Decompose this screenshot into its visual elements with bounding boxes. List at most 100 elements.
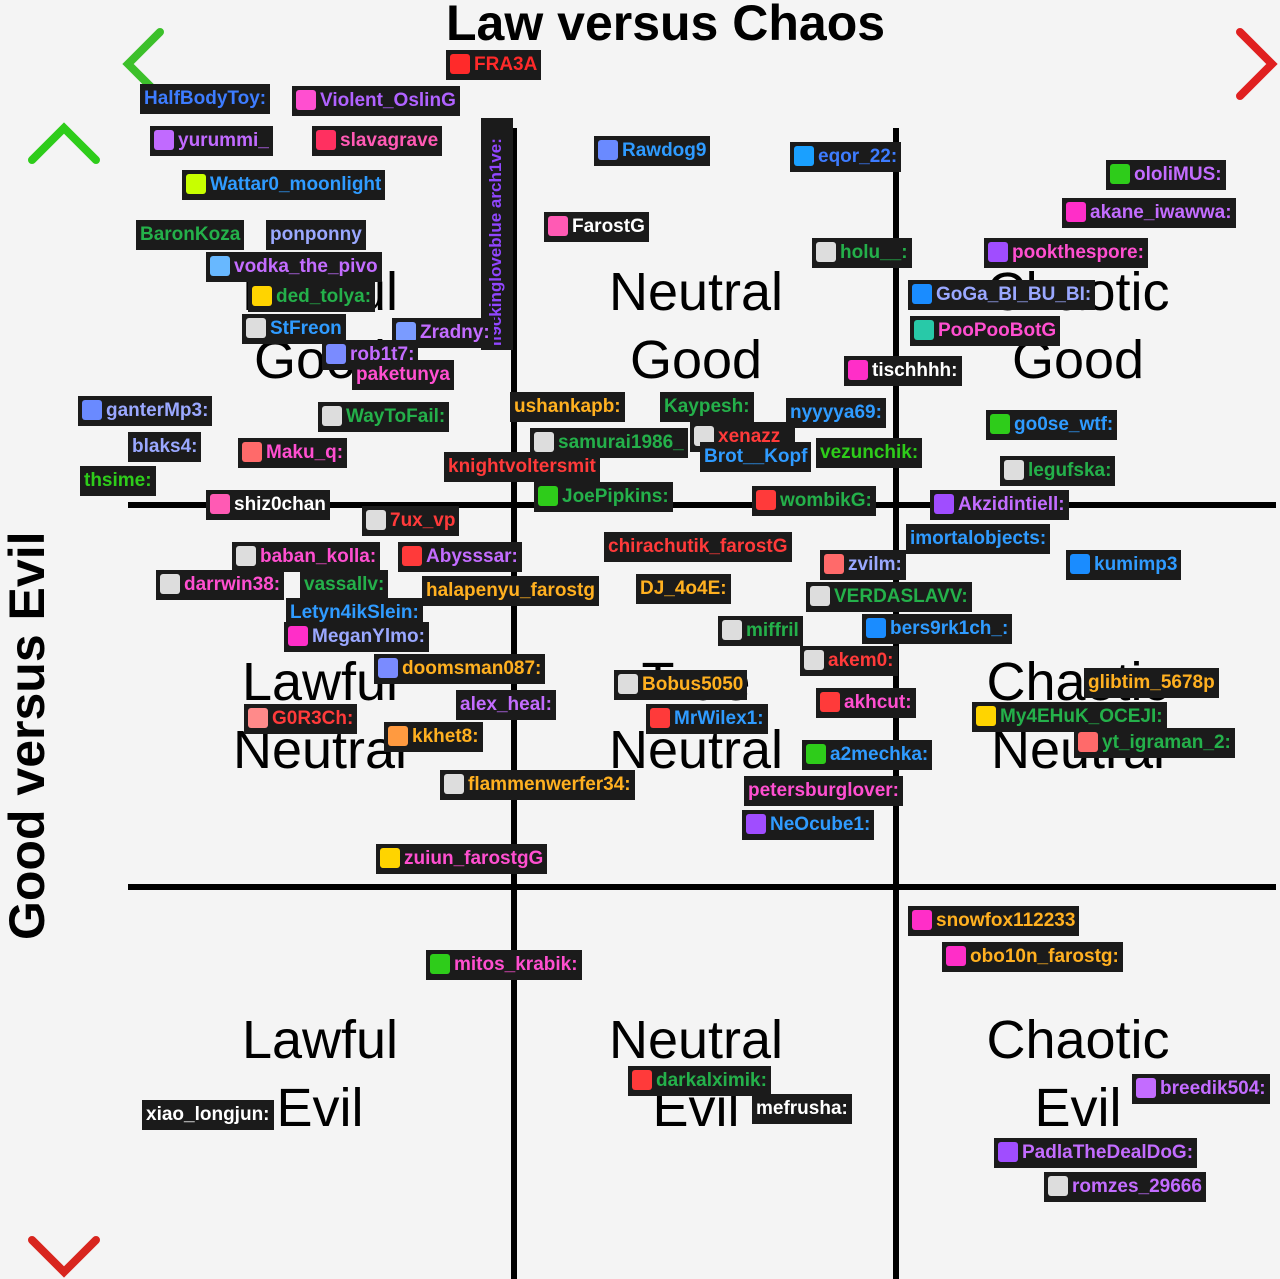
username-tag[interactable]: wombikG:	[752, 486, 876, 516]
username-tag[interactable]: pookthespore:	[984, 238, 1148, 268]
username-tag[interactable]: Rawdog9	[594, 136, 711, 166]
badge-icon	[380, 848, 400, 868]
username-tag[interactable]: akhcut:	[816, 688, 916, 718]
username-tag[interactable]: G0R3Ch:	[244, 704, 358, 734]
badge-icon	[154, 130, 174, 150]
username-tag[interactable]: Brot__Kopf	[700, 442, 812, 472]
username-text: MeganYlmo:	[312, 626, 425, 647]
username-tag[interactable]: yt_igraman_2:	[1074, 728, 1235, 758]
username-tag[interactable]: 7ux_vp	[362, 506, 460, 536]
badge-icon	[804, 650, 824, 670]
username-tag[interactable]: GoGa_BI_BU_BI:	[908, 280, 1096, 310]
username-tag[interactable]: HalfBodyToy:	[140, 84, 271, 114]
username-tag[interactable]: yurummi_	[150, 126, 273, 156]
username-tag[interactable]: chirachutik_farostG	[604, 532, 792, 562]
username-tag[interactable]: ushankapb:	[510, 392, 625, 422]
username-tag[interactable]: a2mechka:	[802, 740, 933, 770]
username-tag[interactable]: Maku_q:	[238, 438, 348, 468]
username-tag[interactable]: StFreon	[242, 314, 346, 344]
username-text: kkhet8:	[412, 726, 479, 747]
username-tag[interactable]: imortalobjects:	[906, 524, 1051, 554]
username-tag[interactable]: Kaypesh:	[660, 392, 754, 422]
username-tag[interactable]: Akzidintiell:	[930, 490, 1069, 520]
username-tag[interactable]: vodka_the_pivo	[206, 252, 382, 282]
username-tag[interactable]: akem0:	[800, 646, 898, 676]
username-tag[interactable]: glibtim_5678p	[1084, 668, 1219, 698]
username-tag[interactable]: tischhhh:	[844, 356, 962, 386]
username-tag[interactable]: ganterMp3:	[78, 396, 213, 426]
username-tag[interactable]: My4EHuK_OCEJI:	[972, 702, 1167, 732]
username-tag[interactable]: blaks4:	[128, 432, 202, 462]
username-text: ded_tolya:	[276, 286, 372, 307]
username-tag[interactable]: ponponny	[266, 220, 366, 250]
username-tag[interactable]: vezunchik:	[816, 438, 923, 468]
username-tag[interactable]: zuiun_farostgG	[376, 844, 548, 874]
username-tag[interactable]: WayToFail:	[318, 402, 450, 432]
username-tag[interactable]: kumimp3	[1066, 550, 1182, 580]
username-tag[interactable]: MeganYlmo:	[284, 622, 429, 652]
username-tag[interactable]: mitos_krabik:	[426, 950, 582, 980]
username-tag[interactable]: alex_heal:	[456, 690, 556, 720]
username-tag[interactable]: Wattar0_moonlight	[182, 170, 386, 200]
username-tag[interactable]: JoePipkins:	[534, 482, 673, 512]
badge-icon	[988, 242, 1008, 262]
username-tag[interactable]: breedik504:	[1132, 1074, 1270, 1104]
username-tag[interactable]: paketunya	[352, 360, 454, 390]
username-text: miffril	[746, 620, 799, 641]
badge-icon	[816, 242, 836, 262]
vertical-username-tag: if9ckingloveblue arch1ve:	[481, 118, 513, 350]
username-tag[interactable]: FRA3A	[446, 50, 542, 80]
username-tag[interactable]: baban_kolla:	[232, 542, 381, 572]
username-tag[interactable]: VERDASLAVV:	[806, 582, 972, 612]
username-tag[interactable]: ded_tolya:	[248, 282, 376, 312]
username-tag[interactable]: legufska:	[1000, 456, 1116, 486]
badge-icon	[1078, 732, 1098, 752]
username-tag[interactable]: DJ_4o4E:	[636, 574, 731, 604]
username-tag[interactable]: MrWilex1:	[646, 704, 768, 734]
username-text: Letyn4ikSlein:	[290, 602, 419, 623]
username-tag[interactable]: slavagrave	[312, 126, 443, 156]
username-tag[interactable]: romzes_29666	[1044, 1172, 1206, 1202]
username-text: Brot__Kopf	[704, 446, 808, 467]
username-tag[interactable]: miffril	[718, 616, 803, 646]
username-tag[interactable]: darrwin38:	[156, 570, 285, 600]
username-tag[interactable]: thsime:	[80, 466, 156, 496]
username-tag[interactable]: mefrusha:	[752, 1094, 852, 1124]
username-tag[interactable]: obo10n_farostg:	[942, 942, 1123, 972]
username-tag[interactable]: darkalximik:	[628, 1066, 771, 1096]
username-tag[interactable]: Abysssar:	[398, 542, 522, 572]
username-tag[interactable]: NeOcube1:	[742, 810, 875, 840]
username-tag[interactable]: vassallv:	[300, 570, 389, 600]
username-tag[interactable]: doomsman087:	[374, 654, 546, 684]
username-tag[interactable]: shiz0chan	[206, 490, 330, 520]
username-tag[interactable]: FarostG	[544, 212, 649, 242]
username-tag[interactable]: snowfox112233	[908, 906, 1080, 936]
username-tag[interactable]: flammenwerfer34:	[440, 770, 635, 800]
username-tag[interactable]: Bobus5050	[614, 670, 748, 700]
username-tag[interactable]: zvilm:	[820, 550, 906, 580]
badge-icon	[934, 494, 954, 514]
username-text: tischhhh:	[872, 360, 958, 381]
username-text: slavagrave	[340, 130, 439, 151]
username-tag[interactable]: bers9rk1ch_:	[862, 614, 1013, 644]
username-tag[interactable]: halapenyu_farostg	[422, 576, 599, 606]
username-text: darrwin38:	[184, 574, 281, 595]
username-tag[interactable]: BaronKoza	[136, 220, 245, 250]
username-tag[interactable]: holu__:	[812, 238, 912, 268]
username-tag[interactable]: go0se_wtf:	[986, 410, 1118, 440]
username-tag[interactable]: nyyyya69:	[786, 398, 886, 428]
username-tag[interactable]: eqor_22:	[790, 142, 902, 172]
username-tag[interactable]: knightvoltersmit	[444, 452, 600, 482]
username-tag[interactable]: Violent_OslinG	[292, 86, 460, 116]
username-tag[interactable]: kkhet8:	[384, 722, 483, 752]
username-text: breedik504:	[1160, 1078, 1266, 1099]
username-tag[interactable]: PooPooBotG	[910, 316, 1061, 346]
username-tag[interactable]: petersburglover:	[744, 776, 903, 806]
username-tag[interactable]: xiao_longjun:	[142, 1100, 274, 1130]
username-tag[interactable]: akane_iwawwa:	[1062, 198, 1236, 228]
badge-icon	[998, 1142, 1018, 1162]
username-text: akem0:	[828, 650, 894, 671]
username-tag[interactable]: ololiMUS:	[1106, 160, 1226, 190]
username-tag[interactable]: PadlaTheDealDoG:	[994, 1138, 1198, 1168]
badge-icon	[538, 486, 558, 506]
